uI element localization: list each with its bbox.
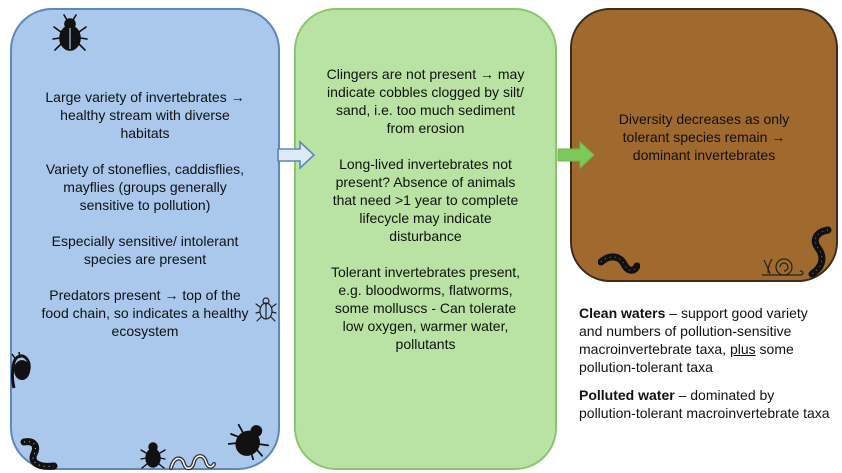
legend-clean-plus: plus <box>729 341 756 357</box>
bug-outline-icon <box>255 297 277 322</box>
snail-icon <box>11 352 31 389</box>
legend-clean-def-b: some pollution-tolerant taxa <box>579 341 794 375</box>
clean-paragraph-variety: Large variety of invertebrates → healthy… <box>45 89 245 141</box>
clean-paragraph-stoneflies: Variety of stoneflies, caddisflies, mayf… <box>45 161 245 213</box>
legend-polluted: Polluted water – dominated by pollution-… <box>579 386 834 422</box>
worm-icon <box>169 454 216 471</box>
legend: Clean waters – support good variety and … <box>579 304 834 432</box>
mid-paragraph-tolerant: Tolerant invertebrates present, e.g. blo… <box>330 264 521 352</box>
worm-icon <box>598 253 640 274</box>
mid-paragraph-long-lived: Long-lived invertebrates not present? Ab… <box>332 156 519 244</box>
worm-icon <box>20 438 58 470</box>
mid-paragraph-clingers: Clingers are not present → may indicate … <box>326 66 525 136</box>
snail-outline-icon <box>762 258 804 276</box>
clean-paragraph-predators: Predators present → top of the food chai… <box>41 287 249 339</box>
legend-polluted-term: Polluted water <box>579 387 675 403</box>
legend-clean-term: Clean waters <box>579 305 666 321</box>
polluted-paragraph: Diversity decreases as only tolerant spe… <box>618 111 790 163</box>
disturbance-panel: Clingers are not present → may indicate … <box>294 8 557 470</box>
worm-icon <box>808 226 832 278</box>
polluted-stream-panel: Diversity decreases as only tolerant spe… <box>570 8 838 282</box>
legend-polluted-def: – dominated by pollution-tolerant macroi… <box>579 387 830 421</box>
arrow-right-outline-icon <box>277 140 316 170</box>
clean-stream-panel: Large variety of invertebrates → healthy… <box>10 8 280 470</box>
beetle-icon <box>228 423 270 460</box>
legend-clean: Clean waters – support good variety and … <box>579 304 834 376</box>
clean-paragraph-sensitive: Especially sensitive/ intolerant species… <box>51 233 239 267</box>
arrow-right-filled-icon <box>557 140 595 170</box>
beetle-icon <box>52 14 88 51</box>
legend-clean-def-a: – support good variety and numbers of po… <box>579 305 808 357</box>
beetle-icon <box>140 442 166 469</box>
